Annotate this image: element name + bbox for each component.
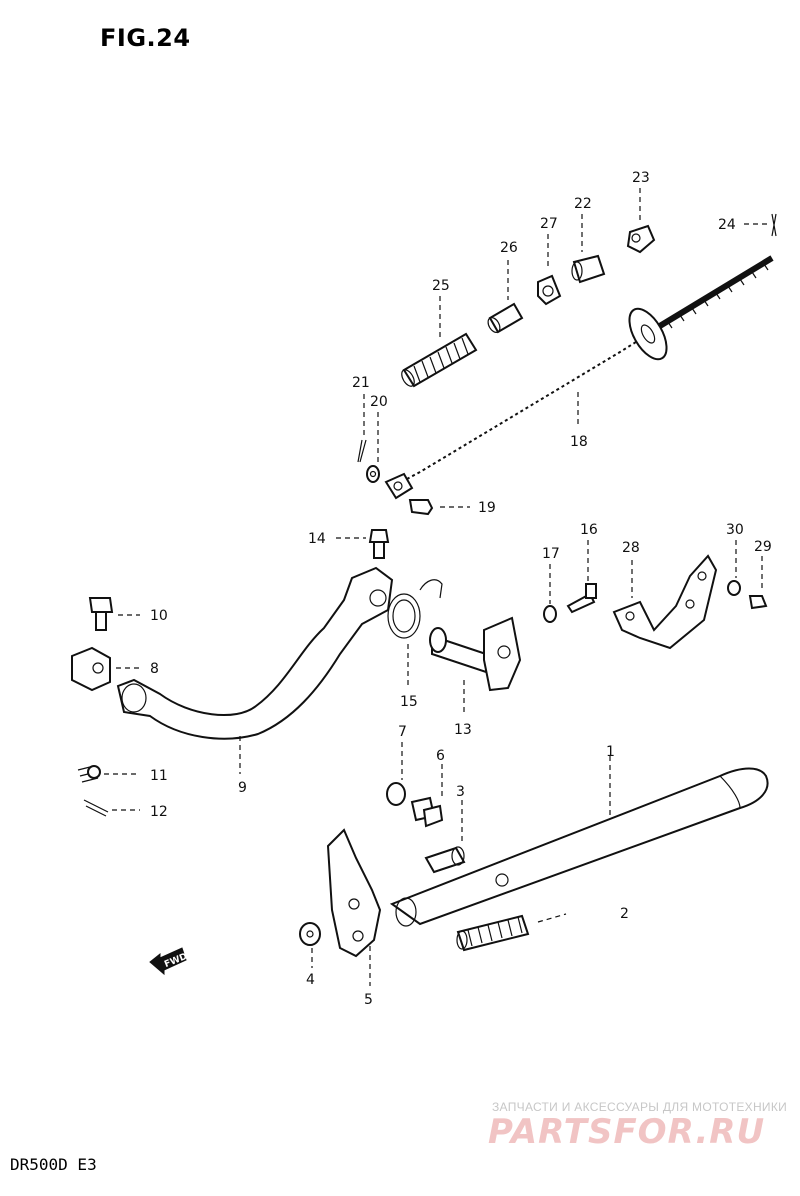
callout-27: 27 [540,216,558,232]
part-2-stand-spring [456,913,567,952]
callout-2: 2 [620,906,629,922]
callout-26: 26 [500,240,518,256]
part-22-joint [571,214,606,284]
watermark-tagline: ЗАПЧАСТИ И АКСЕССУАРЫ ДЛЯ МОТОТЕХНИКИ [492,1100,788,1114]
callout-7: 7 [398,724,407,740]
part-5-stand-bracket [326,828,382,986]
part-20-washer [366,412,380,483]
callout-21: 21 [352,375,370,391]
callout-28: 28 [622,540,640,556]
part-1-side-stand [389,756,769,927]
callout-29: 29 [754,539,772,555]
callout-18: 18 [570,434,588,450]
part-9-brake-pedal [116,566,394,774]
part-29-bolt [748,556,768,610]
part-4-nut [299,922,321,968]
callout-4: 4 [306,972,315,988]
callout-12: 12 [150,804,168,820]
callout-11: 11 [150,768,168,784]
part-23-nut [626,188,656,254]
callout-24: 24 [718,217,736,233]
part-8-pedal-bracket [71,646,140,692]
model-code: DR500D E3 [10,1155,97,1174]
callout-3: 3 [456,784,465,800]
fwd-arrow-icon: FWD [149,947,189,976]
part-19-pin [408,499,470,516]
callout-5: 5 [364,992,373,1008]
part-17-nut [543,564,557,623]
part-18-brake-rod [404,255,774,481]
part-15-circlip [387,593,421,686]
part-28-bracket [612,554,718,650]
part-26-sleeve [487,260,524,334]
callout-13: 13 [454,722,472,738]
callout-17: 17 [542,546,560,562]
callout-20: 20 [370,394,388,410]
part-25-return-spring [401,296,478,388]
part-16-bolt [566,540,597,614]
part-6-bolt [410,764,444,828]
callout-22: 22 [574,196,592,212]
figure-title: FIG.24 [100,24,191,52]
callout-23: 23 [632,170,650,186]
part-3-pivot-shaft [424,800,466,874]
part-30-washer [727,540,741,596]
part-27-adjuster-nut [537,234,562,306]
callout-19: 19 [478,500,496,516]
callout-25: 25 [432,278,450,294]
callout-30: 30 [726,522,744,538]
callout-10: 10 [150,608,168,624]
part-7-washer [386,742,406,806]
part-24-cotter-pin [744,213,777,237]
callout-16: 16 [580,522,598,538]
spring-clip [419,579,443,599]
part-12-cotter-pin [83,799,140,817]
callout-14: 14 [308,531,326,547]
part-13-pedal-shaft [429,616,522,716]
watermark-brand: PARTSFOR.RU [488,1112,766,1152]
part-14-bolt [336,529,390,559]
part-10-bolt [88,597,140,631]
callout-8: 8 [150,661,159,677]
callout-9: 9 [238,780,247,796]
callout-15: 15 [400,694,418,710]
rod-clevis [384,472,414,500]
part-21-cotter-pin [357,394,367,463]
callout-6: 6 [436,748,445,764]
part-11-spring [77,765,140,783]
callout-1: 1 [606,744,615,760]
